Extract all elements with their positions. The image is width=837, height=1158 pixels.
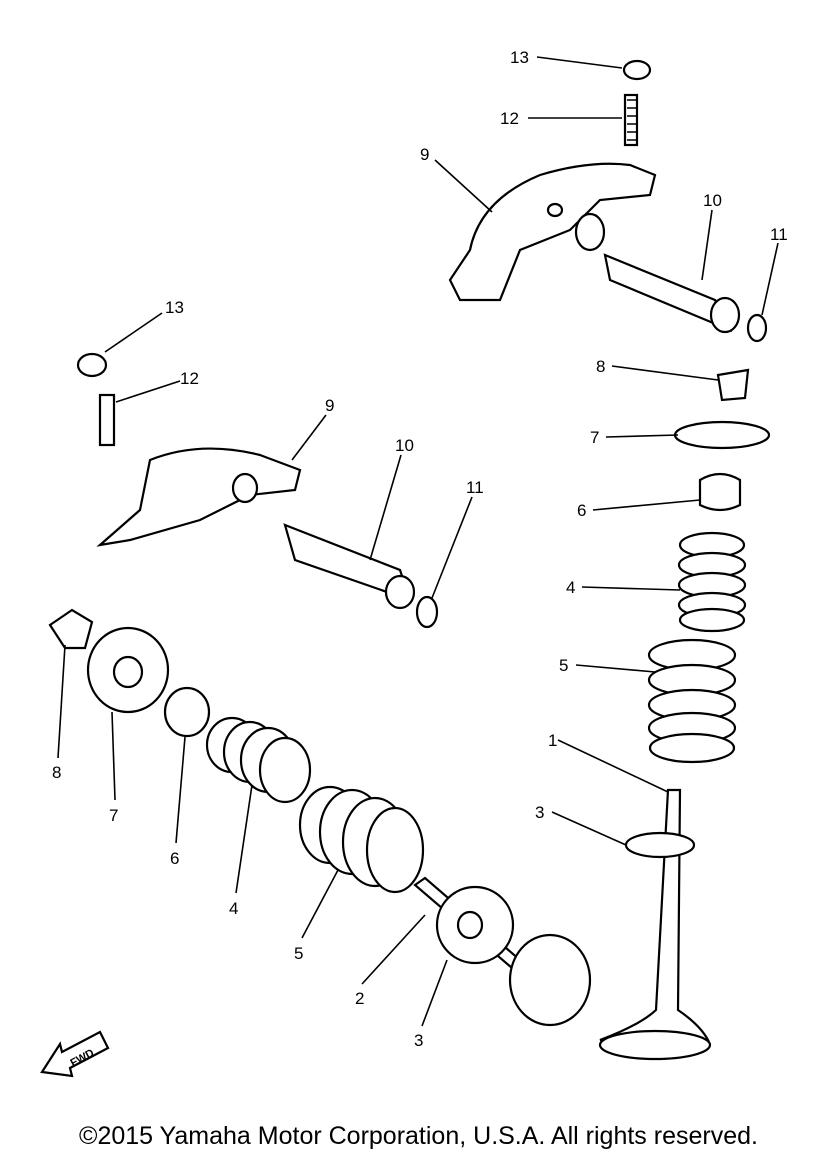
nut-13 xyxy=(622,59,652,81)
valve-1 xyxy=(599,788,710,1042)
callout-8: 8 xyxy=(52,763,61,782)
upper-right-rocker-assembly: 13 12 9 10 11 xyxy=(420,48,788,343)
o-ring-11 xyxy=(415,595,439,629)
callout-13: 13 xyxy=(510,48,529,67)
left-valve-assembly: 8 7 6 4 5 2 3 xyxy=(48,608,592,1050)
stud-12 xyxy=(98,393,116,447)
o-ring-11 xyxy=(746,313,768,343)
callout-6: 6 xyxy=(577,501,586,520)
cotter-8 xyxy=(716,368,750,402)
stud-12 xyxy=(623,93,639,147)
callout-9: 9 xyxy=(420,145,429,164)
seat-6 xyxy=(698,472,742,512)
right-valve-assembly: 8 7 6 4 5 1 3 xyxy=(535,357,771,1061)
callout-9: 9 xyxy=(325,396,334,415)
callout-3: 3 xyxy=(535,803,544,822)
callout-1: 1 xyxy=(548,731,557,750)
retainer-7 xyxy=(673,420,771,450)
fwd-arrow-icon: FWD xyxy=(40,1030,110,1078)
callout-13: 13 xyxy=(165,298,184,317)
callout-12: 12 xyxy=(180,369,199,388)
upper-left-rocker-assembly: 13 12 9 10 11 xyxy=(76,298,484,629)
inner-spring-4 xyxy=(677,531,747,633)
callout-4: 4 xyxy=(566,578,575,597)
callout-7: 7 xyxy=(109,806,118,825)
callout-11: 11 xyxy=(770,225,788,244)
cotter-8 xyxy=(48,608,94,650)
rocker-arm-9 xyxy=(448,162,657,302)
outer-spring-5 xyxy=(647,638,737,764)
callout-5: 5 xyxy=(294,944,303,963)
callout-5: 5 xyxy=(559,656,568,675)
callout-4: 4 xyxy=(229,899,238,918)
callout-3: 3 xyxy=(414,1031,423,1050)
callout-2: 2 xyxy=(355,989,364,1008)
outer-spring-5 xyxy=(298,785,425,894)
seat-6 xyxy=(163,686,211,738)
callout-10: 10 xyxy=(395,436,414,455)
callout-7: 7 xyxy=(590,428,599,447)
callout-10: 10 xyxy=(703,191,722,210)
callout-12: 12 xyxy=(500,109,519,128)
callout-8: 8 xyxy=(596,357,605,376)
copyright-text: ©2015 Yamaha Motor Corporation, U.S.A. A… xyxy=(79,1122,758,1150)
inner-spring-4 xyxy=(205,716,312,804)
seal-3 xyxy=(624,831,696,859)
rocker-arm-9 xyxy=(96,447,302,547)
nut-13 xyxy=(76,352,108,378)
callout-11: 11 xyxy=(466,478,484,497)
callout-6: 6 xyxy=(170,849,179,868)
